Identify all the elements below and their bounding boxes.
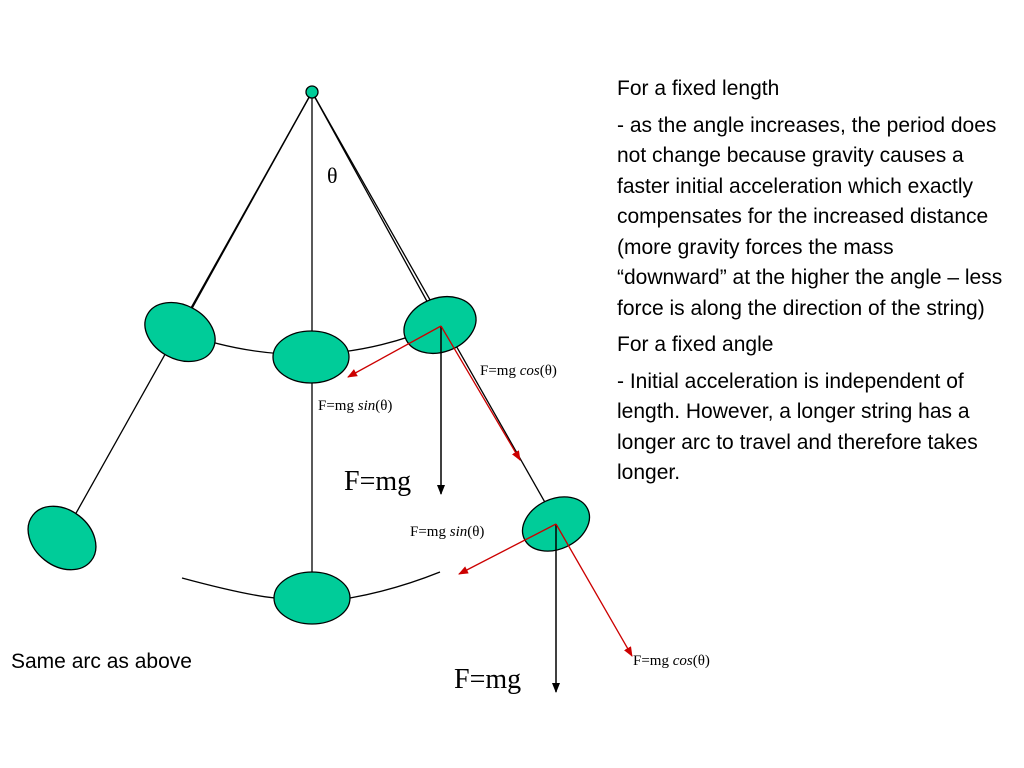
arc-long-left (181, 577, 276, 599)
bob-short-center (272, 330, 350, 384)
bob-short-left (144, 301, 216, 363)
fixed-angle-heading: For a fixed angle (617, 333, 774, 356)
cos-top-prefix: F=mg (480, 363, 520, 379)
explanation-panel: For a fixed length - as the angle increa… (617, 74, 1009, 495)
fixed-length-body: - as the angle increases, the period doe… (617, 113, 1003, 320)
cos-bottom-label: F=mg cos(θ) (633, 653, 710, 669)
cos-bottom-arg: (θ) (693, 653, 710, 669)
fixed-angle-body: - Initial acceleration is independent of… (617, 369, 978, 485)
theta-label: θ (327, 163, 338, 188)
bob-short-right (403, 295, 477, 355)
cos-top-label: F=mg cos(θ) (480, 363, 557, 379)
sin-bottom-label: F=mg sin(θ) (410, 524, 484, 540)
sin-bottom-arg: (θ) (467, 524, 484, 540)
sin-arrow-bottom (458, 523, 557, 575)
cos-arrow-top (440, 325, 521, 461)
sin-top-arg: (θ) (375, 398, 392, 414)
bob-long-center (273, 571, 351, 625)
arc-long-right (349, 571, 441, 599)
sin-bottom-func: sin (450, 524, 468, 540)
cos-bottom-prefix: F=mg (633, 653, 673, 669)
sin-arrow-top (347, 325, 442, 378)
fixed-length-heading: For a fixed length (617, 77, 780, 100)
cos-top-arg: (θ) (540, 363, 557, 379)
sin-top-prefix: F=mg (318, 398, 358, 414)
pivot-point (305, 85, 319, 99)
fmg-bottom-label: F=mg (454, 664, 521, 695)
sin-top-label: F=mg sin(θ) (318, 398, 392, 414)
cos-arrow-bottom (555, 523, 633, 657)
cos-bottom-func: cos (673, 653, 693, 669)
fmg-top-label: F=mg (344, 466, 411, 497)
same-arc-note: Same arc as above (11, 650, 192, 673)
sin-bottom-prefix: F=mg (410, 524, 450, 540)
bob-long-left (27, 505, 97, 571)
string-long-left (74, 91, 313, 516)
cos-top-func: cos (520, 363, 540, 379)
sin-top-func: sin (358, 398, 376, 414)
